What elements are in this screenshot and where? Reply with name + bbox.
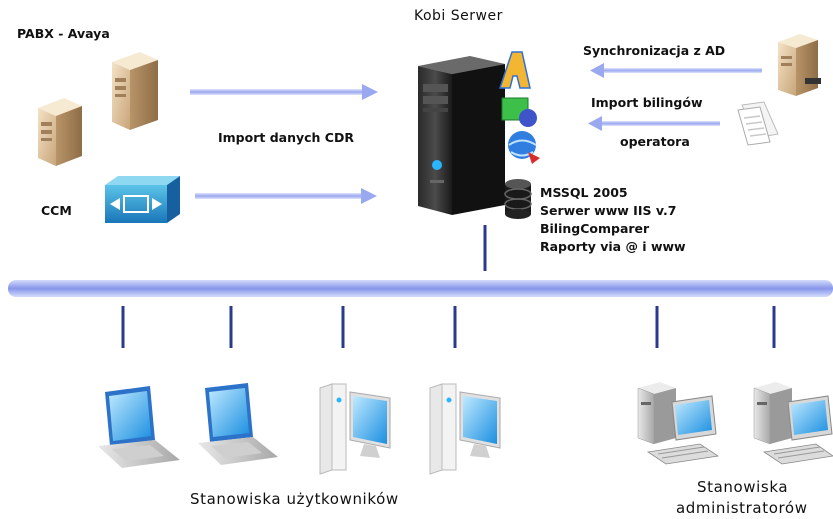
desktop-pc-icon [753,382,833,465]
admins-group-label-line1: Stanowiska [697,478,789,496]
database-icon [504,179,532,219]
import-cdr-label: Import danych CDR [218,130,354,145]
network-bus [8,280,833,297]
ccm-icon [105,176,180,223]
desktop-pc-icon [319,383,391,475]
main-server-icon [418,56,505,215]
app-icon-a [498,51,531,89]
import-billing-label-line2: operatora [620,134,690,149]
laptop-icon [98,386,180,468]
server-feature: Serwer www IIS v.7 [540,203,677,218]
billing-document-icon [737,101,779,146]
arrow-ad-to-server [590,63,762,78]
arrow-billing-to-server [588,116,720,131]
ad-server-icon [778,34,821,96]
globe-icon [508,131,536,159]
import-billing-label-line1: Import bilingów [591,95,703,110]
admins-group-label-line2: administratorów [676,499,808,517]
desktop-pc-icon [429,383,501,475]
pabx-server-icon-back [112,52,158,130]
desktop-pc-icon [637,382,720,465]
bus-connectors [121,225,776,348]
laptop-icon [198,383,278,465]
users-group-label: Stanowiska użytkowników [190,490,399,508]
ad-sync-label: Synchronizacja z AD [583,43,726,58]
pabx-label: PABX - Avaya [17,26,110,41]
pabx-server-icon-front [38,98,82,166]
server-title: Kobi Serwer [414,8,503,24]
app-icons [498,51,540,164]
arrow-pabx-to-server [190,84,378,100]
arrow-ccm-to-server [195,188,377,204]
server-feature: Raporty via @ i www [540,239,686,254]
app-icon-blue [519,109,537,127]
server-feature: MSSQL 2005 [540,185,628,200]
server-feature: BilingComparer [540,221,650,236]
ccm-label: CCM [41,203,72,218]
